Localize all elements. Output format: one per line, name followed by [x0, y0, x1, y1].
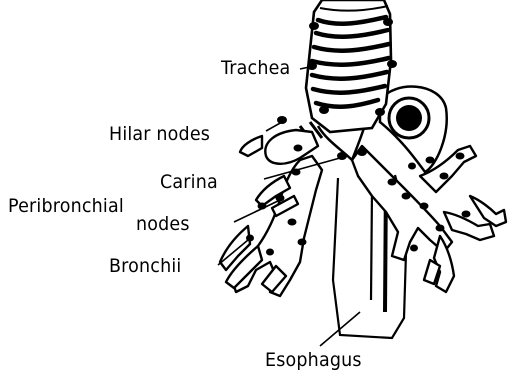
esophagus-leader	[320, 312, 360, 346]
label-peribronchial: Peribronchial	[8, 196, 124, 216]
hilar-nodes-leader	[266, 122, 282, 131]
label-bronchii: Bronchii	[109, 256, 181, 276]
aortic-arch	[380, 87, 447, 172]
label-trachea: Trachea	[221, 58, 290, 78]
label-peribronchial-nodes: nodes	[136, 214, 190, 234]
label-esophagus: Esophagus	[265, 350, 362, 370]
left-bronchial-tree	[220, 130, 322, 296]
label-carina: Carina	[160, 172, 218, 192]
label-hilar-nodes: Hilar nodes	[109, 124, 210, 144]
